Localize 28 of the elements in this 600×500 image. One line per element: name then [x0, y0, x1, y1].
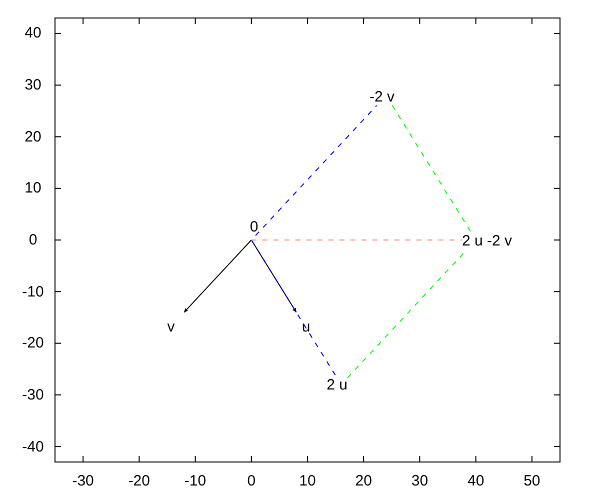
y-tick-label: 40: [24, 24, 42, 42]
x-tick-label: 20: [355, 472, 372, 490]
point-label: v: [167, 318, 175, 336]
x-tick-label: -30: [72, 472, 94, 490]
y-tick-label: 30: [24, 76, 42, 94]
y-tick-label: -10: [22, 283, 44, 300]
y-tick-label: -20: [22, 334, 44, 352]
connector-line: [250, 240, 337, 377]
point-label: 2 u -2 v: [462, 232, 512, 250]
y-tick-label: 20: [24, 128, 42, 146]
x-tick-label: 30: [411, 472, 428, 490]
point-label: -2 v: [370, 88, 394, 106]
connector-line: [255, 105, 378, 236]
x-tick-label: -20: [128, 472, 150, 490]
x-tick-label: 10: [299, 472, 316, 490]
y-tick-label: 0: [28, 232, 38, 248]
point-label: u: [302, 318, 310, 336]
y-tick-label: 10: [24, 180, 42, 197]
x-tick-label: -10: [184, 472, 206, 490]
x-tick-label: 0: [247, 472, 256, 490]
point-label: 0: [250, 218, 258, 236]
x-tick-label: 50: [524, 472, 540, 490]
y-tick-label: -30: [22, 386, 44, 404]
connector-line: [392, 105, 472, 233]
y-tick-label: -40: [22, 438, 44, 455]
arrow: [184, 240, 252, 313]
point-label: 2 u: [326, 376, 348, 394]
x-tick-label: 40: [467, 472, 484, 490]
